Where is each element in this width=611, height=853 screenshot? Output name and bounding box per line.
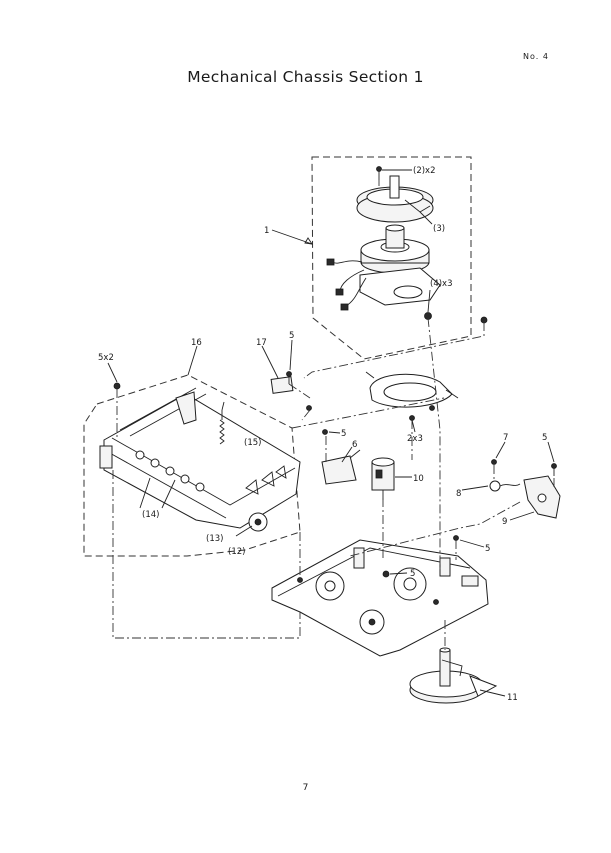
- callout-1: 1: [264, 226, 269, 236]
- callout-2x2: (2)x2: [413, 166, 435, 176]
- callout-12: (12): [228, 547, 245, 557]
- callout-2x3: 2x3: [407, 434, 423, 444]
- callout-17: 17: [256, 338, 267, 348]
- callout-5-center: 5: [341, 429, 346, 439]
- callout-15: (15): [244, 438, 261, 448]
- page-number: 7: [0, 783, 611, 793]
- part-11-flywheel: [410, 648, 496, 703]
- callout-7: 7: [503, 433, 508, 443]
- callout-11: 11: [507, 693, 518, 703]
- callout-10: 10: [413, 474, 424, 484]
- part-9-bracket-assembly: [524, 464, 560, 519]
- part-8-spring: [490, 460, 520, 492]
- callout-5-top: 5: [289, 331, 294, 341]
- motor-mount-bracket: [366, 372, 458, 421]
- callout-4x3: (4)x3: [430, 279, 452, 289]
- callout-5-lower-right: 5: [485, 544, 490, 554]
- callout-5-lower-center: 5: [410, 569, 415, 579]
- callout-5x2: 5x2: [98, 353, 114, 363]
- callout-16: 16: [191, 338, 202, 348]
- part-10-solenoid: [372, 458, 394, 500]
- callout-13: (13): [206, 534, 223, 544]
- callout-6: 6: [352, 440, 357, 450]
- callout-8: 8: [456, 489, 461, 499]
- callout-14: (14): [142, 510, 159, 520]
- callout-9: 9: [502, 517, 507, 527]
- part-16-carriage-assembly: [100, 383, 300, 531]
- callout-3: (3): [433, 224, 445, 234]
- part-1-motor-assembly: [327, 167, 440, 320]
- callout-5-right: 5: [542, 433, 547, 443]
